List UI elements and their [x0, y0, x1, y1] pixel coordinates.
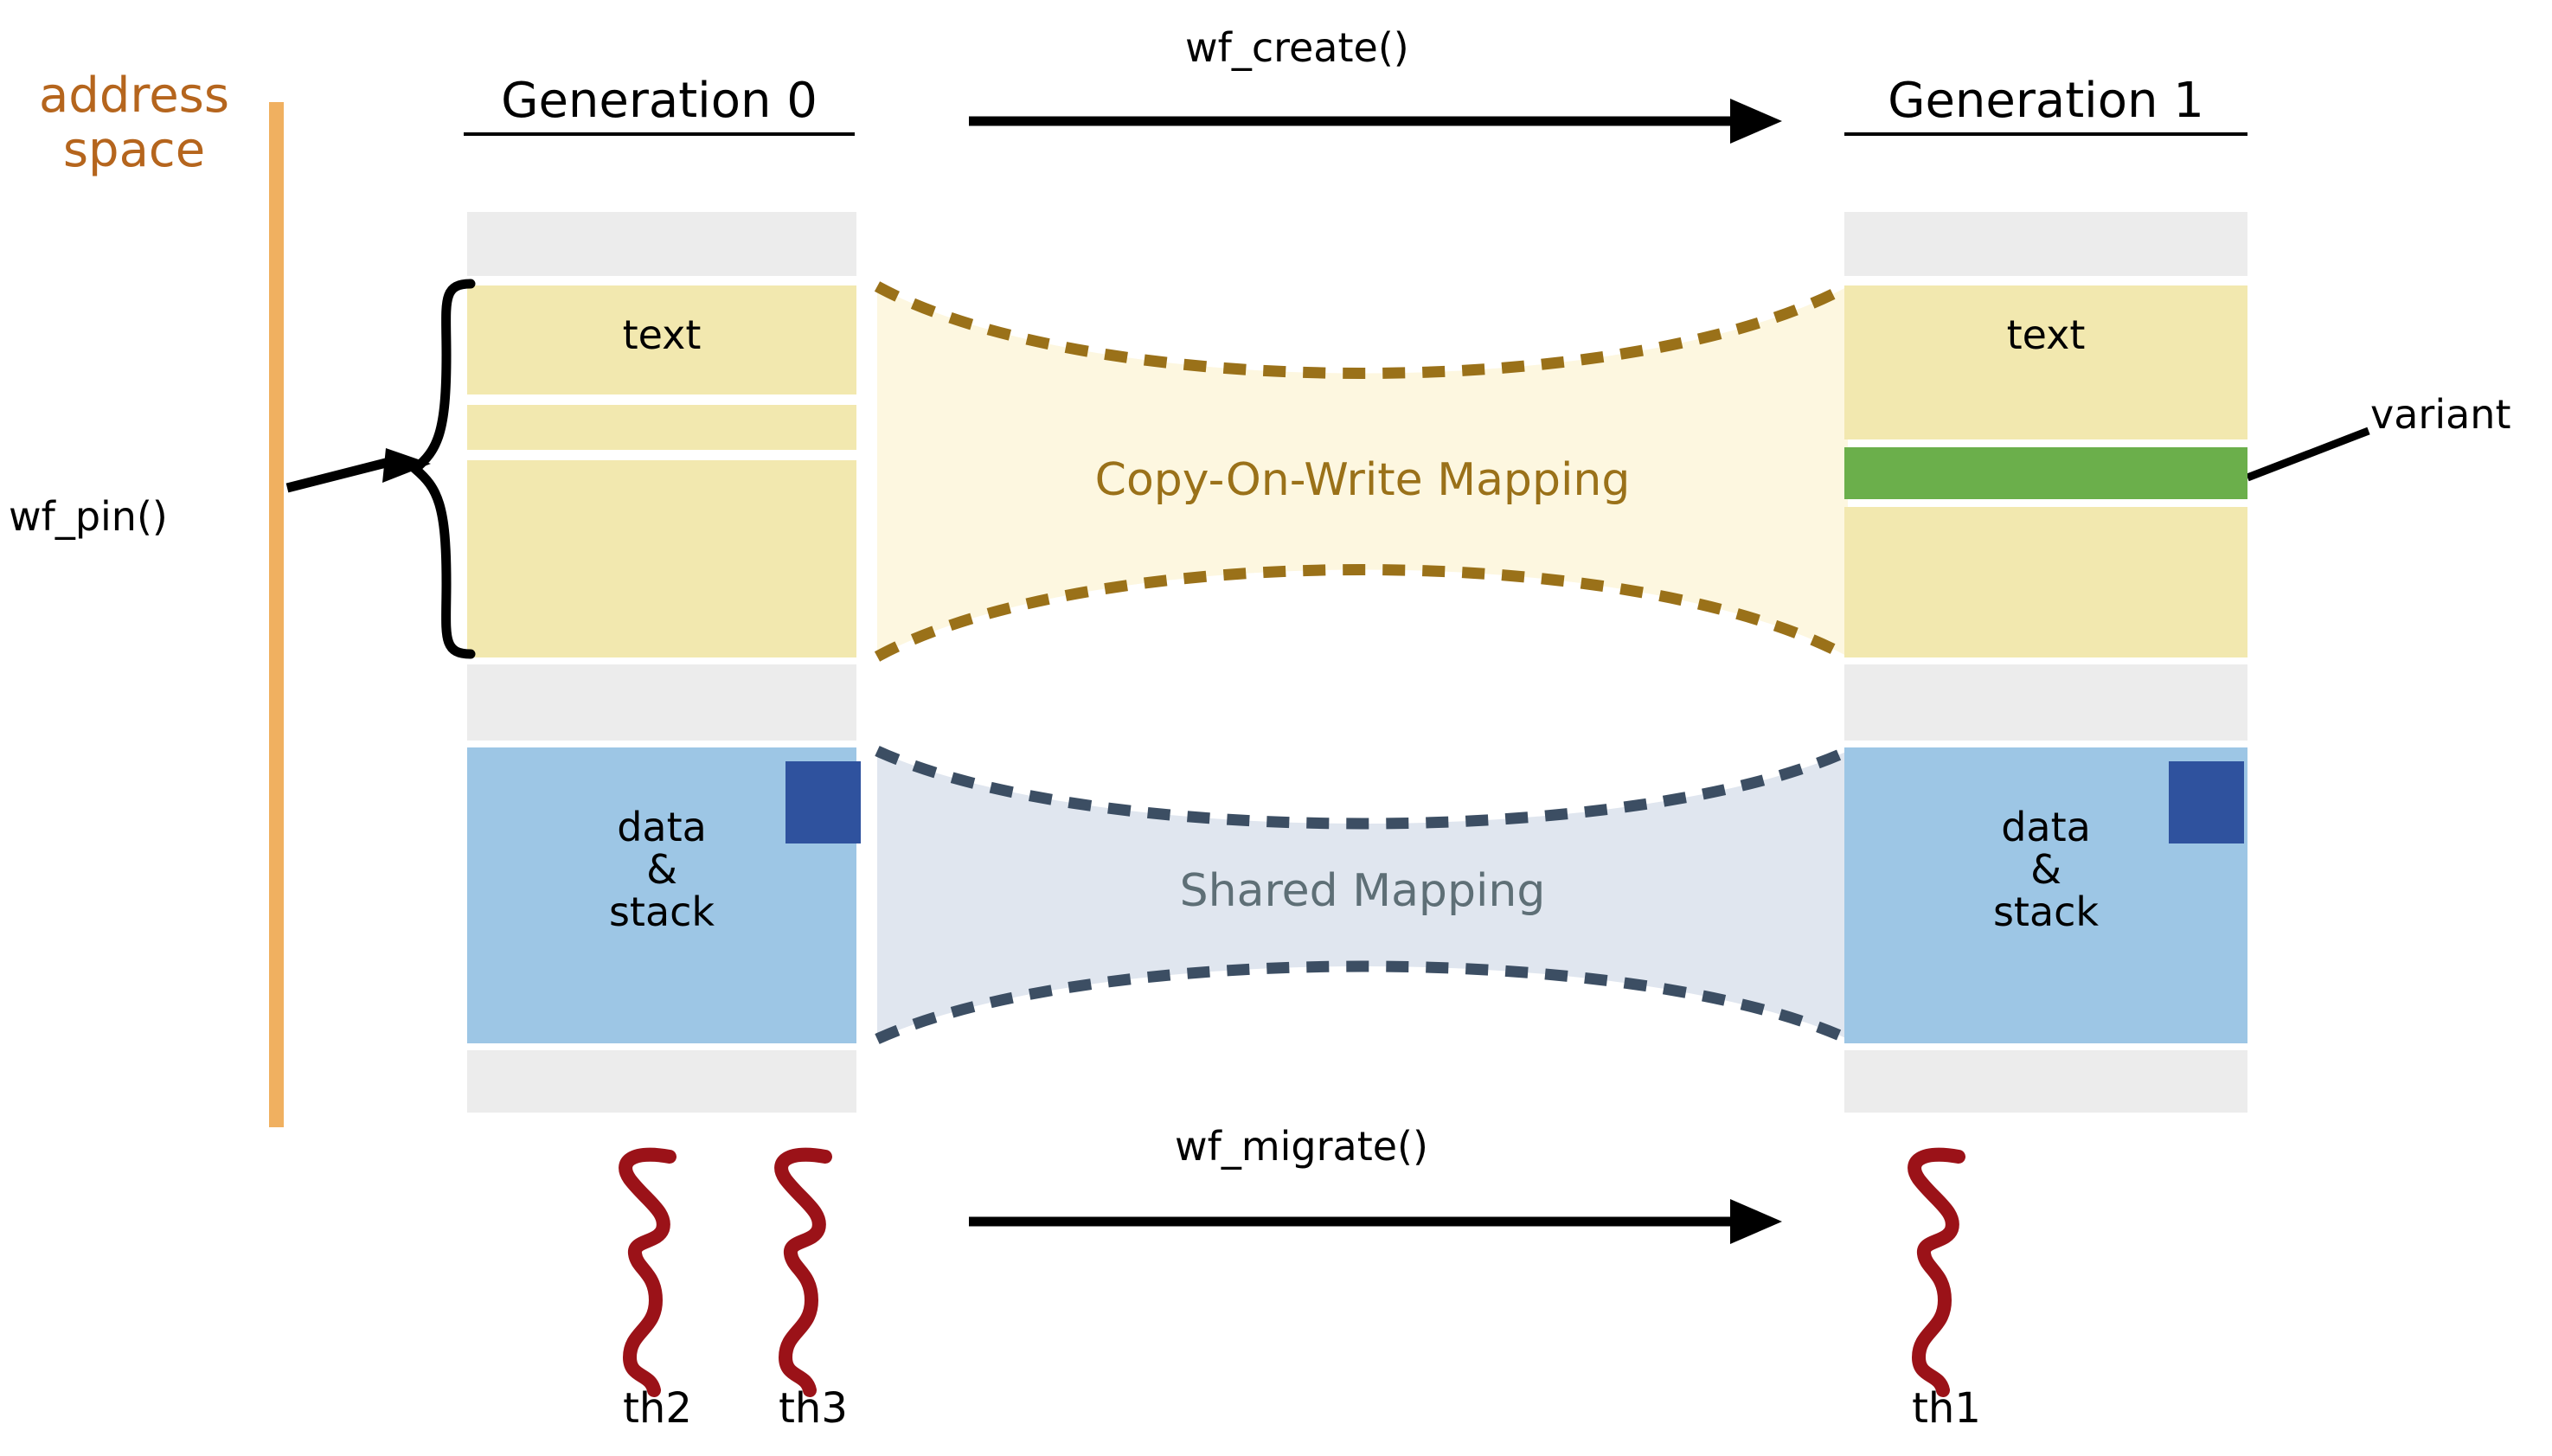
generation-0-top-guard: [467, 212, 856, 276]
generation-1-top-guard: [1844, 212, 2247, 276]
wf-migrate-arrow: [969, 1199, 1782, 1244]
wf-pin-label: wf_pin(): [9, 493, 168, 540]
shared-mapping-label: Shared Mapping: [1179, 865, 1546, 917]
generation-0-text-label: text: [622, 311, 702, 358]
variant-callout-label: variant: [2370, 391, 2511, 438]
address-space-label: address space: [38, 67, 229, 178]
generation-1-text-lower-segment: [1844, 507, 2247, 657]
variant-callout-line: [2247, 427, 2370, 482]
generation-1-bottom-guard: [1844, 1050, 2247, 1113]
generation-1-heap-marker: [2169, 761, 2244, 843]
thread-th3-squiggle: [774, 1147, 832, 1397]
generation-1-variant-segment: [1844, 447, 2247, 499]
wf-pin-arrow: [285, 448, 431, 493]
generation-0-text-mid-segment: [467, 405, 856, 450]
generation-0-bottom-guard: [467, 1050, 856, 1113]
generation-1-text-segment: text: [1844, 285, 2247, 439]
copy-on-write-mapping-label: Copy-On-Write Mapping: [1094, 454, 1631, 506]
generation-1-mid-guard: [1844, 664, 2247, 741]
thread-th1-label: th1: [1912, 1384, 1981, 1433]
generation-0-heap-marker: [785, 761, 861, 843]
generation-1-text-label: text: [2006, 311, 2086, 358]
wf-create-arrow: [969, 99, 1782, 144]
thread-th3-label: th3: [779, 1384, 848, 1433]
thread-th2-squiggle: [619, 1147, 676, 1397]
generation-1-data-stack-segment: data & stack: [1844, 747, 2247, 1043]
thread-th1-squiggle: [1908, 1147, 1965, 1397]
generation-0-mid-guard: [467, 664, 856, 741]
address-space-bar: [269, 102, 284, 1127]
copy-on-write-mapping-shape: [874, 281, 1851, 662]
generation-0-text-segment: text: [467, 285, 856, 394]
wf-migrate-label: wf_migrate(): [1175, 1123, 1428, 1170]
shared-mapping-shape: [875, 746, 1850, 1044]
generation-0-text-lower-segment: [467, 460, 856, 657]
generation-0-title: Generation 0: [464, 73, 855, 136]
thread-th2-label: th2: [623, 1384, 692, 1433]
generation-0-data-stack-segment: data & stack: [467, 747, 861, 1043]
generation-1-title: Generation 1: [1844, 73, 2247, 136]
wf-create-label: wf_create(): [1185, 24, 1409, 71]
